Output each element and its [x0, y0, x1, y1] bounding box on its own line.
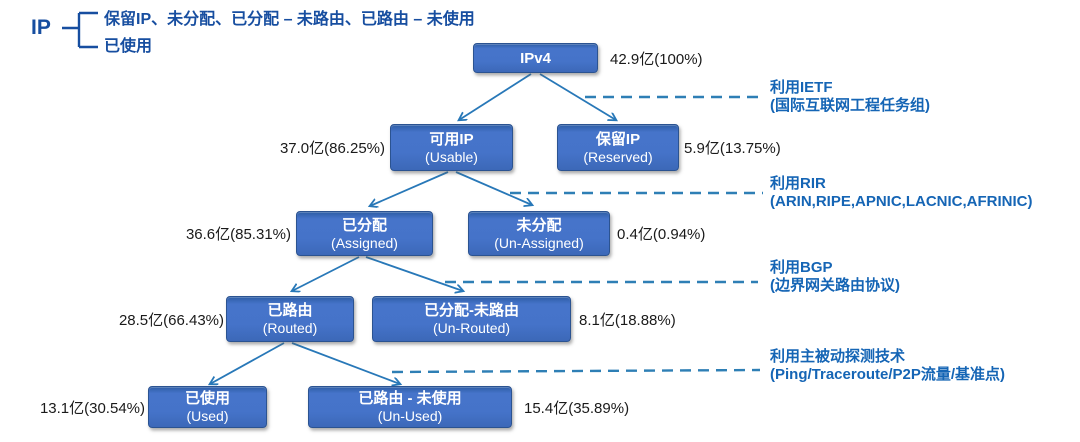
- node-title-zh: IPv4: [520, 49, 551, 67]
- node-title-en: (Reserved): [583, 148, 653, 165]
- node-title-zh: 未分配: [516, 216, 562, 234]
- annotation-subtitle: (边界网关路由协议): [770, 277, 900, 294]
- node-title-en: (Un-Used): [377, 408, 443, 424]
- annotation-bgp: 利用BGP (边界网关路由协议): [770, 259, 900, 295]
- node-used: 已使用 (Used): [148, 386, 267, 428]
- annotation-rir: 利用RIR (ARIN,RIPE,APNIC,LACNIC,AFRINIC): [770, 175, 1033, 211]
- annotation-probe: 利用主被动探测技术 (Ping/Traceroute/P2P流量/基准点): [770, 348, 1005, 384]
- legend-bottom-category-label: 已使用: [104, 38, 153, 55]
- annotation-title: 利用主被动探测技术: [770, 348, 906, 365]
- node-title-zh: 已路由: [267, 302, 313, 319]
- annotation-subtitle: (ARIN,RIPE,APNIC,LACNIC,AFRINIC): [770, 193, 1033, 210]
- legend-bracket: [62, 11, 98, 49]
- arrow-ipv4-to-usable: [459, 73, 532, 120]
- value-label-unrouted: 8.1亿(18.88%): [579, 311, 676, 329]
- node-title-zh: 已使用: [184, 390, 230, 407]
- node-routed: 已路由 (Routed): [226, 296, 354, 342]
- node-title-en: (Un-Routed): [432, 320, 511, 336]
- arrow-assigned-to-unrouted: [365, 256, 463, 291]
- node-ipv4: IPv4: [473, 43, 598, 73]
- value-label-unassigned: 0.4亿(0.94%): [617, 226, 706, 243]
- node-title-zh: 已路由 - 未使用: [358, 390, 462, 407]
- arrow-usable-to-assigned: [370, 171, 449, 206]
- node-usable: 可用IP (Usable): [390, 124, 513, 171]
- arrow-routed-to-used: [210, 342, 285, 384]
- arrow-ipv4-to-reserved: [539, 73, 616, 120]
- tree-arrows: [210, 73, 616, 384]
- node-title-en: (Used): [186, 408, 229, 424]
- node-unassigned: 未分配 (Un-Assigned): [468, 211, 610, 256]
- node-assigned: 已分配 (Assigned): [296, 211, 433, 256]
- node-unrouted: 已分配-未路由 (Un-Routed): [372, 296, 571, 342]
- annotation-title: 利用RIR: [770, 175, 826, 192]
- node-title-zh: 已分配-未路由: [424, 302, 519, 319]
- annotation-ietf: 利用IETF (国际互联网工程任务组): [770, 79, 930, 115]
- value-label-routed: 28.5亿(66.43%): [118, 311, 224, 329]
- node-title-zh: 保留IP: [595, 130, 641, 148]
- value-label-assigned: 36.6亿(85.31%): [185, 226, 291, 243]
- arrow-assigned-to-routed: [292, 256, 360, 291]
- value-label-ipv4: 42.9亿(100%): [610, 50, 703, 68]
- annotation-subtitle: (Ping/Traceroute/P2P流量/基准点): [770, 366, 1006, 383]
- node-unused: 已路由 - 未使用 (Un-Used): [308, 386, 512, 428]
- node-title-en: (Routed): [262, 320, 318, 336]
- legend-top-category-label: 保留IP、未分配、已分配 – 未路由、已路由 – 未使用: [104, 11, 475, 28]
- node-title-zh: 已分配: [341, 216, 387, 234]
- value-label-unused: 15.4亿(35.89%): [524, 399, 630, 417]
- node-reserved: 保留IP (Reserved): [557, 124, 679, 171]
- value-label-reserved: 5.9亿(13.75%): [684, 140, 781, 157]
- arrow-usable-to-unassigned: [455, 171, 532, 205]
- annotation-title: 利用BGP: [770, 259, 833, 276]
- value-label-usable: 37.0亿(86.25%): [279, 140, 385, 157]
- annotation-title: 利用IETF: [770, 79, 833, 96]
- node-title-en: (Assigned): [331, 234, 398, 251]
- dashed-line-probe: [391, 368, 761, 374]
- node-title-en: (Usable): [425, 148, 478, 165]
- legend-ip-label: IP: [31, 16, 51, 39]
- node-title-zh: 可用IP: [429, 130, 474, 148]
- annotation-subtitle: (国际互联网工程任务组): [770, 97, 930, 114]
- node-title-en: (Un-Assigned): [494, 234, 584, 251]
- value-label-used: 13.1亿(30.54%): [39, 399, 145, 417]
- arrow-routed-to-unused: [291, 342, 400, 384]
- callout-dashed-lines: [391, 95, 763, 374]
